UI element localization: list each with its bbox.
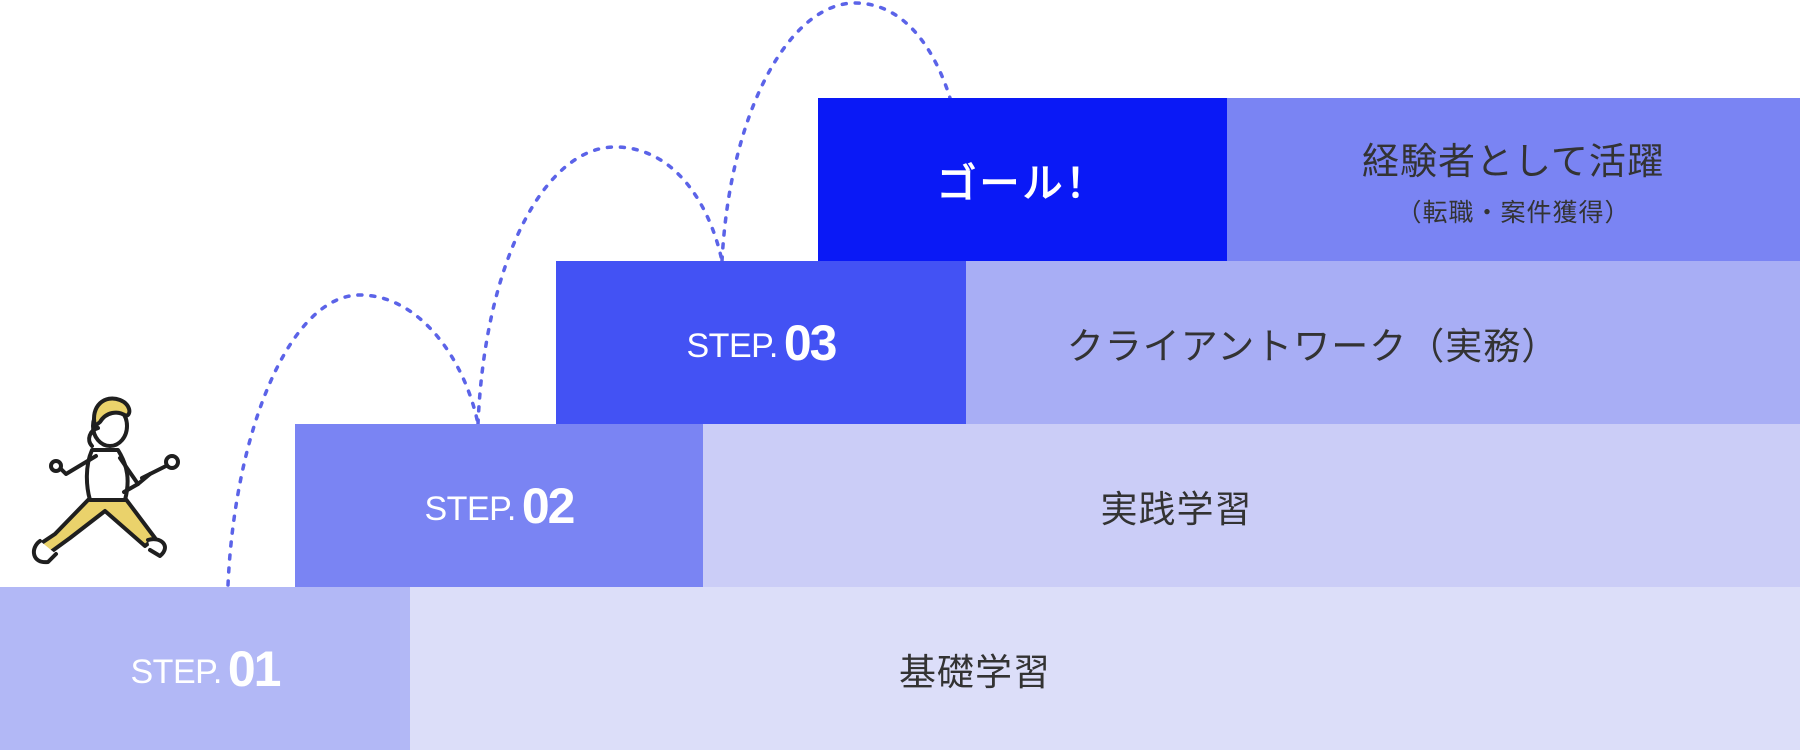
step-prefix: STEP. — [687, 327, 778, 366]
step-label: クライアントワーク（実務） — [1067, 316, 1560, 370]
step-prefix: STEP. — [425, 490, 516, 529]
goal-row: ゴール！ 経験者として活躍 （転職・案件獲得） — [818, 98, 1800, 261]
step-02-badge: STEP. 02 — [295, 424, 703, 587]
step-02-description: 実践学習 — [703, 424, 1800, 587]
step-number: 02 — [522, 477, 574, 535]
goal-label: ゴール！ — [937, 151, 1109, 209]
step-row-2: STEP. 02 実践学習 — [295, 424, 1800, 587]
step-01-description: 基礎学習 — [410, 587, 1800, 750]
goal-subtitle: （転職・案件獲得） — [1396, 193, 1630, 229]
step-01-badge: STEP. 01 — [0, 587, 410, 750]
step-label: 実践学習 — [1101, 479, 1253, 533]
step-number: 03 — [784, 314, 836, 372]
step-03-badge: STEP. 03 — [556, 261, 966, 424]
running-person-icon — [20, 386, 190, 571]
step-row-1: STEP. 01 基礎学習 — [0, 587, 1800, 750]
step-number: 01 — [228, 640, 280, 698]
step-prefix: STEP. — [131, 653, 222, 692]
step-label: 基礎学習 — [899, 642, 1051, 696]
step-03-description: クライアントワーク（実務） — [966, 261, 1800, 424]
goal-description: 経験者として活躍 （転職・案件獲得） — [1227, 98, 1800, 261]
goal-title: 経験者として活躍 — [1362, 131, 1665, 185]
goal-badge: ゴール！ — [818, 98, 1227, 261]
step-row-3: STEP. 03 クライアントワーク（実務） — [556, 261, 1800, 424]
